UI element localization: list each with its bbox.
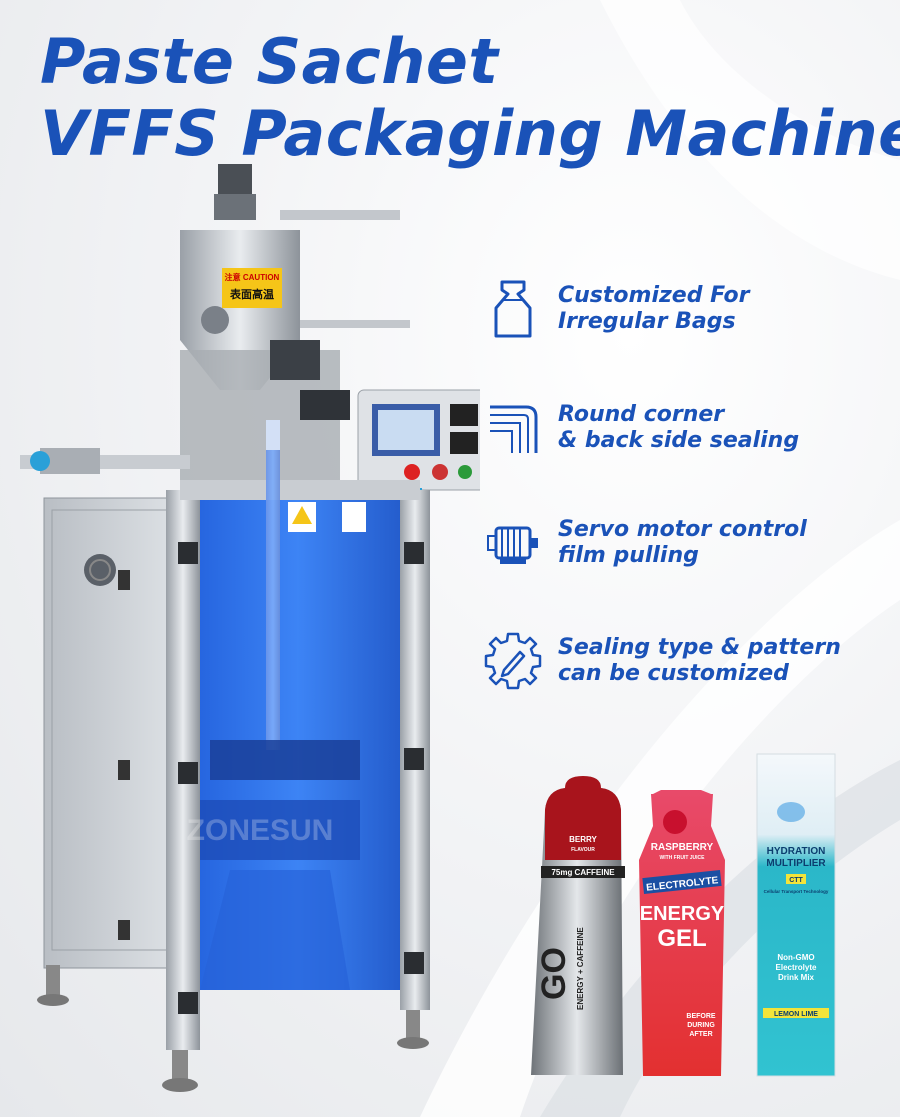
gel-name-2: GEL (657, 925, 706, 952)
hydration-multiplier-stick: HYDRATION MULTIPLIER CTT Cellular Transp… (756, 753, 836, 1077)
sachet-samples: BERRY FLAVOUR 75mg CAFFEINE GO ENERGY + … (531, 753, 836, 1077)
caution-sub: 表面高温 (229, 287, 274, 301)
hydration-badge: CTT (789, 877, 803, 884)
feature-round-corner-sealing: Round corner & back side sealing (482, 397, 799, 459)
hydration-desc-3: Drink Mix (778, 973, 815, 982)
electrolyte-energy-gel-sachet: RASPBERRY WITH FRUIT JUICE ELECTROLYTE E… (639, 790, 725, 1076)
hydration-line-1: HYDRATION (767, 846, 826, 857)
go-flavor: BERRY (569, 835, 597, 844)
feature-irregular-bags: Customized For Irregular Bags (482, 278, 749, 340)
page-title: Paste Sachet VFFS Packaging Machine (40, 26, 900, 170)
servo-motor-icon (487, 526, 538, 564)
hydration-desc-1: Non-GMO (777, 953, 814, 962)
hydration-line-2: MULTIPLIER (766, 858, 826, 869)
hydration-flavor: LEMON LIME (774, 1011, 818, 1018)
gel-tag-3: AFTER (689, 1031, 712, 1038)
gel-tag-1: BEFORE (686, 1013, 716, 1020)
gel-flavor-sub: WITH FRUIT JUICE (660, 855, 706, 861)
feature-2-line-1: Round corner (558, 402, 725, 427)
feature-1-line-1: Customized For (558, 283, 750, 308)
feature-servo-motor: Servo motor control film pulling (482, 512, 807, 574)
go-brand: GO (535, 947, 573, 1000)
feature-3-line-2: film pulling (558, 543, 699, 568)
feature-4-line-1: Sealing type & pattern (558, 635, 841, 660)
feature-4-line-2: can be customized (558, 661, 789, 686)
vffs-machine-illustration: 注意 CAUTION 表面高温 ZONESUN (20, 164, 480, 1092)
watermark: ZONESUN (187, 814, 334, 847)
go-flavor-sub: FLAVOUR (571, 847, 595, 853)
gel-name-1: ENERGY (640, 903, 725, 925)
title-line-2: VFFS Packaging Machine (40, 97, 900, 170)
hydration-sub: Cellular Transport Technology (764, 889, 829, 894)
gear-pencil-icon (484, 632, 542, 690)
caution-label: 注意 CAUTION (225, 272, 280, 282)
go-brand-sub: ENERGY + CAFFEINE (576, 927, 585, 1010)
feature-sealing-pattern: Sealing type & pattern can be customized (482, 630, 841, 692)
feature-3-line-1: Servo motor control (558, 517, 807, 542)
corner-seal-icon (490, 405, 538, 453)
hydration-desc-2: Electrolyte (776, 963, 817, 972)
go-energy-gel-sachet: BERRY FLAVOUR 75mg CAFFEINE GO ENERGY + … (531, 776, 625, 1075)
gel-tag-2: DURING (687, 1022, 715, 1029)
feature-1-line-2: Irregular Bags (558, 309, 736, 334)
feature-2-line-2: & back side sealing (558, 428, 800, 453)
title-line-1: Paste Sachet (40, 25, 499, 98)
bag-shape-icon (494, 280, 532, 338)
go-caffeine: 75mg CAFFEINE (551, 868, 615, 877)
gel-flavor: RASPBERRY (651, 842, 714, 853)
